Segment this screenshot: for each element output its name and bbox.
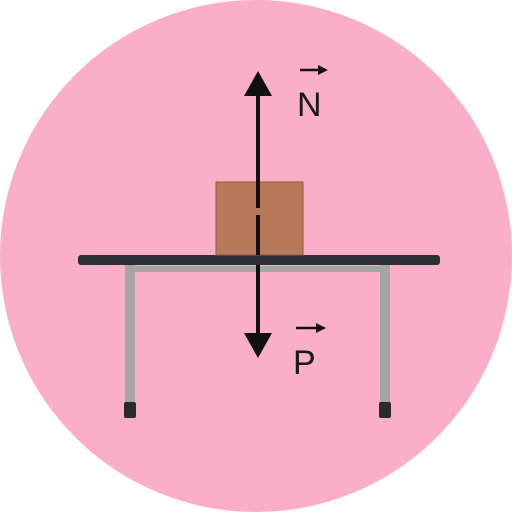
table-foot-left bbox=[124, 402, 136, 418]
table-foot-right bbox=[379, 402, 391, 418]
table-leg-right bbox=[380, 265, 390, 405]
weight-force-label-group: P bbox=[293, 323, 326, 382]
vector-arrowhead-icon bbox=[316, 323, 326, 333]
normal-force-arrow bbox=[244, 71, 272, 255]
normal-force-label: N bbox=[297, 86, 322, 124]
vector-arrowhead-icon bbox=[318, 65, 328, 75]
normal-force-label-group: N bbox=[297, 65, 328, 124]
table-top bbox=[78, 255, 440, 265]
arrow-up-icon bbox=[244, 71, 272, 96]
table-leg-left bbox=[125, 265, 135, 405]
weight-force-label: P bbox=[293, 344, 316, 382]
weight-force-arrow bbox=[244, 265, 272, 358]
arrow-down-icon bbox=[244, 333, 272, 358]
